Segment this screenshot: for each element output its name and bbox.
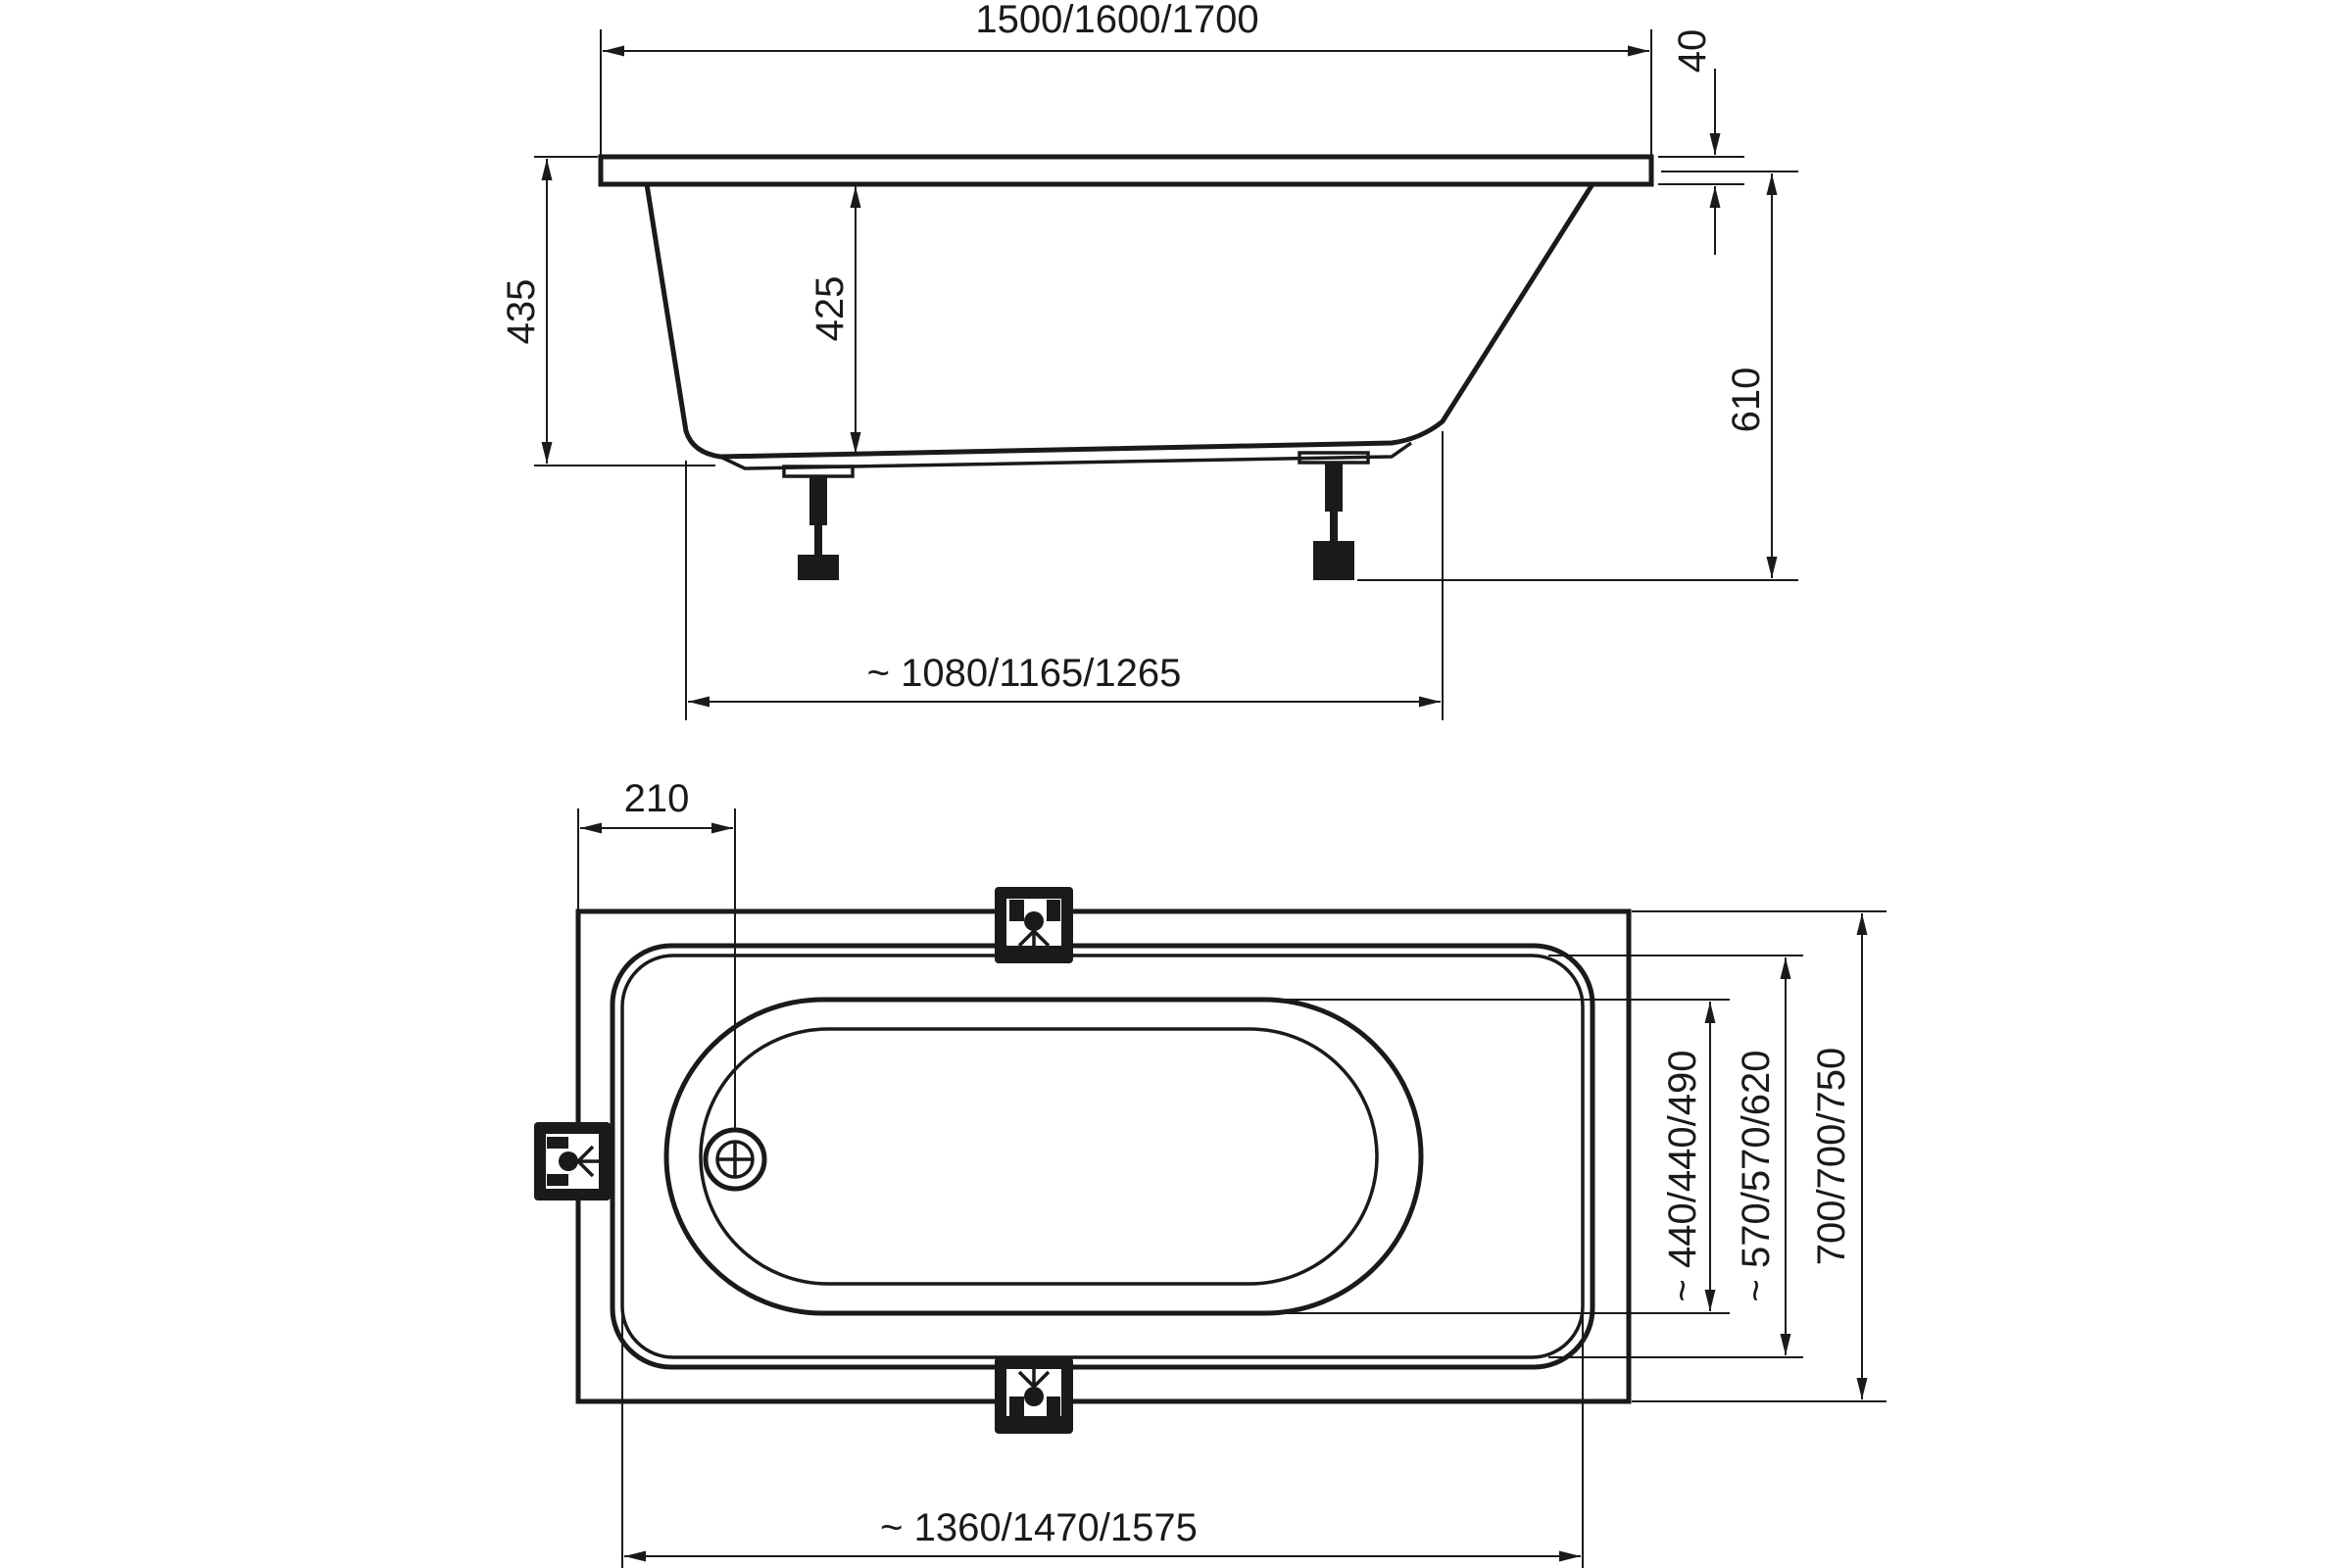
tub-rim <box>598 154 1654 187</box>
label-overall-length: 1500/1600/1700 <box>975 0 1258 41</box>
support-bracket-left <box>534 1122 611 1200</box>
basin-length-value: 1360/1470/1575 <box>914 1506 1198 1549</box>
inner-width-value: 440/440/490 <box>1661 1051 1704 1268</box>
tub-bottom <box>719 441 1413 470</box>
label-overall-width: 700/700/750 <box>1810 1048 1853 1265</box>
tub-basin-rim-inner <box>620 954 1585 1359</box>
label-depth-425: 425 <box>808 276 852 342</box>
label-basin-width: ~ 570/570/620 <box>1735 1051 1778 1302</box>
support-bracket-bottom <box>995 1357 1073 1434</box>
basin-width-value: 570/570/620 <box>1735 1051 1778 1268</box>
leg-left <box>782 465 855 580</box>
top-view: 210 ~ 440/440/490 ~ 570/570/620 700/700/… <box>534 777 1886 1568</box>
leg-span-value: 1080/1165/1265 <box>901 652 1181 695</box>
label-inner-width: ~ 440/440/490 <box>1661 1051 1704 1302</box>
side-view: 1500/1600/1700 40 435 425 610 ~ 1080/116… <box>500 0 1798 720</box>
label-height-610: 610 <box>1725 368 1768 433</box>
approx-symbol: ~ <box>867 652 890 695</box>
tub-basin-bottom-inner <box>699 1027 1379 1286</box>
label-drain-offset: 210 <box>624 777 690 820</box>
drain-icon <box>703 1127 767 1192</box>
label-height-435: 435 <box>500 279 543 345</box>
tub-body-profile <box>644 182 1595 460</box>
tub-basin-rim <box>610 943 1595 1370</box>
approx-symbol: ~ <box>880 1506 903 1549</box>
leg-right <box>1298 451 1370 580</box>
support-bracket-top <box>995 887 1073 963</box>
label-basin-length: ~ 1360/1470/1575 <box>880 1506 1198 1549</box>
approx-symbol: ~ <box>1661 1279 1704 1301</box>
approx-symbol: ~ <box>1735 1279 1778 1301</box>
label-rim-thickness: 40 <box>1671 29 1714 74</box>
tub-basin-bottom <box>663 997 1424 1316</box>
label-leg-span: ~ 1080/1165/1265 <box>867 652 1182 695</box>
